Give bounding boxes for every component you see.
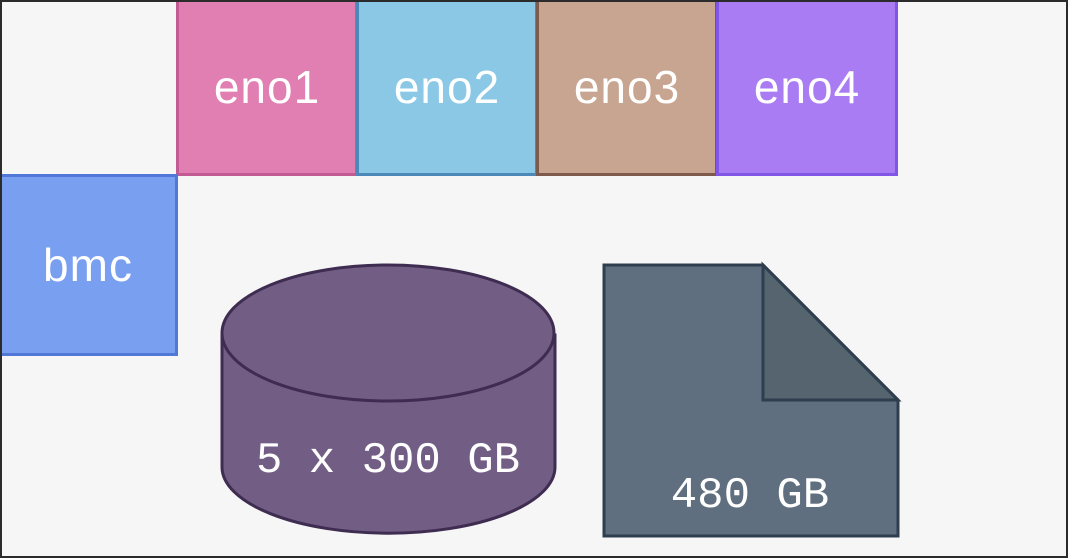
port-label-eno3: eno3 (573, 61, 681, 113)
port-label-bmc: bmc (43, 239, 133, 291)
port-label-eno4: eno4 (753, 61, 861, 113)
port-label-eno2: eno2 (393, 61, 501, 113)
file-size-label: 480 GB (671, 471, 829, 521)
management-port-bmc: bmc (2, 174, 178, 356)
network-port-eno1: eno1 (176, 2, 358, 176)
cylinder-top (220, 263, 556, 403)
document-fold (761, 261, 902, 402)
network-port-eno3: eno3 (536, 2, 718, 176)
document-folded-corner-icon: 480 GB (602, 261, 902, 538)
disk-array-label: 5 x 300 GB (256, 436, 520, 486)
database-cylinder-icon: 5 x 300 GB (220, 263, 557, 535)
network-port-eno4: eno4 (716, 2, 898, 176)
port-label-eno1: eno1 (213, 61, 321, 113)
